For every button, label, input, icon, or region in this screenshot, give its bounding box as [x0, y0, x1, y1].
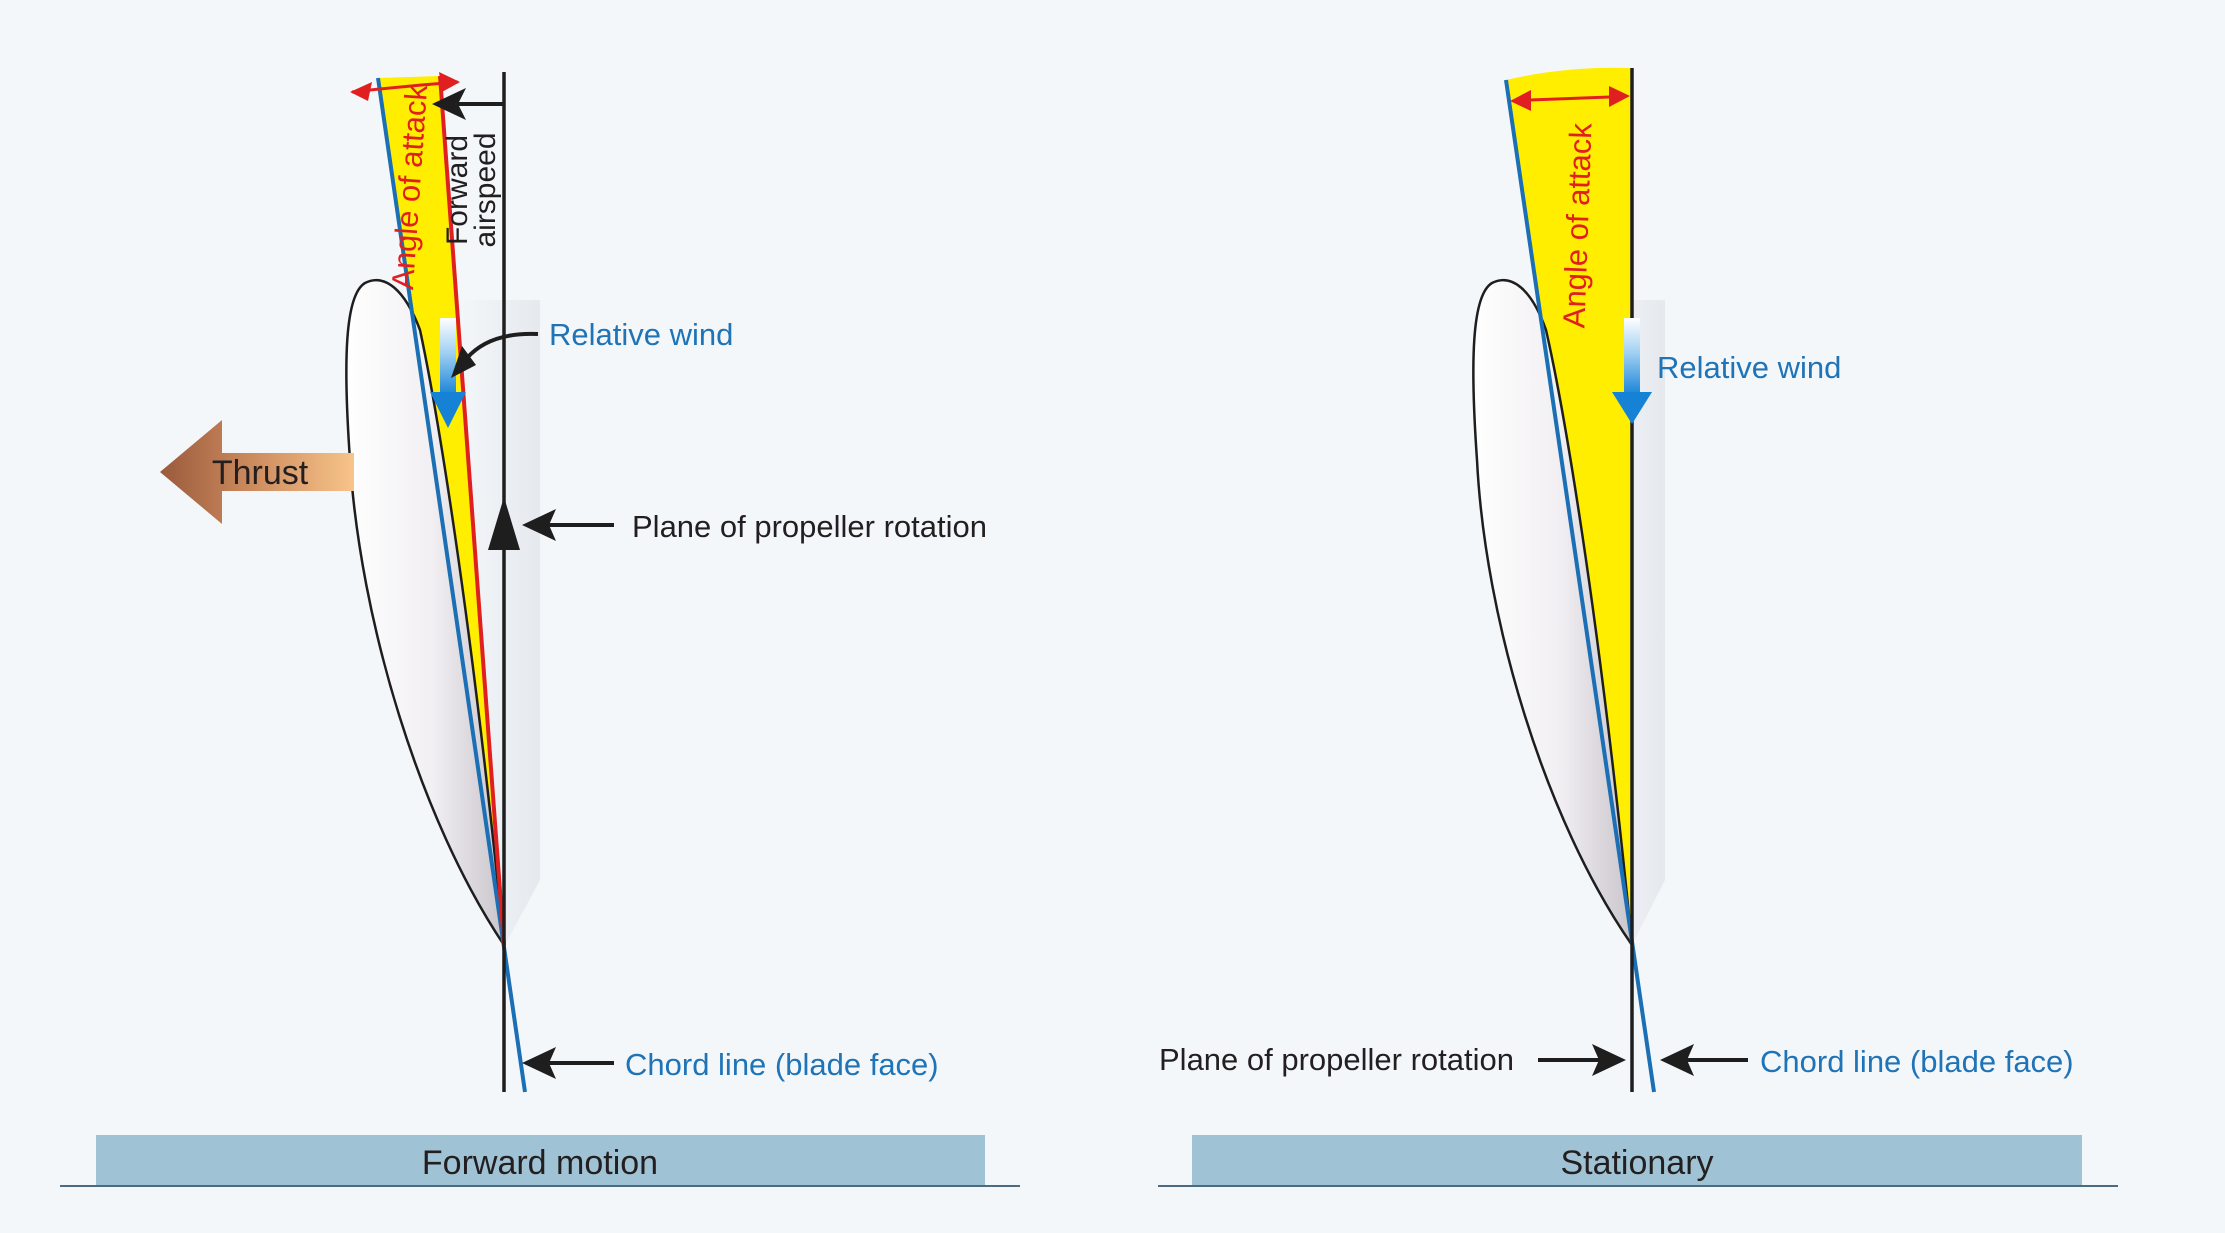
forward-airspeed-arrowhead-icon — [432, 88, 466, 120]
propeller-blade — [345, 278, 506, 946]
forward-airspeed-label-line1: Forward — [441, 135, 474, 245]
plane-of-rotation-pointer-head-icon — [1592, 1044, 1626, 1076]
relative-wind-arrowhead-icon — [1612, 392, 1652, 424]
plane-of-rotation-label: Plane of propeller rotation — [1159, 1042, 1514, 1077]
angle-of-attack-label: Angle of attack — [1556, 122, 1598, 329]
relative-wind-pointer-head-icon — [451, 346, 476, 378]
propeller-blade — [1472, 278, 1634, 950]
chord-line — [1504, 79, 1656, 1093]
relative-wind-pointer — [465, 331, 539, 360]
relative-wind-label: Relative wind — [1657, 350, 1841, 385]
thrust-arrow — [160, 420, 354, 524]
relative-wind-line — [438, 75, 506, 946]
stationary-caption-bar — [1192, 1135, 2082, 1186]
chord-line-label: Chord line (blade face) — [625, 1047, 939, 1082]
aoa-arrowhead-left-icon — [350, 82, 372, 101]
relative-wind-arrowhead-icon — [430, 392, 466, 428]
stationary-panel: Angle of attack Relative wind Plane of p… — [1158, 67, 2118, 1187]
rotation-direction-arrowhead-icon — [488, 497, 520, 550]
relative-wind-label: Relative wind — [549, 317, 733, 352]
thrust-label: Thrust — [212, 454, 309, 492]
aoa-arrowhead-right-icon — [439, 72, 460, 92]
aoa-arrowhead-right-icon — [1609, 86, 1630, 107]
aoa-arrowhead-left-icon — [1510, 90, 1531, 111]
forward-caption: Forward motion — [422, 1144, 658, 1182]
forward-airspeed-label-line2: airspeed — [469, 132, 502, 247]
relative-wind-arrow-shaft — [1624, 318, 1640, 396]
chord-line-label: Chord line (blade face) — [1760, 1044, 2074, 1079]
forward-caption-bar — [96, 1135, 985, 1186]
chord-line-pointer-head-icon — [1660, 1044, 1694, 1076]
angle-of-attack-span-arrow — [1529, 95, 1611, 102]
stationary-caption: Stationary — [1560, 1144, 1713, 1182]
relative-wind-arrow-shaft — [440, 318, 456, 396]
forward-motion-panel: Thrust Angle of attack Forward airspeed … — [60, 72, 1020, 1187]
plane-of-rotation-pointer-head-icon — [522, 509, 556, 541]
blade-shadow — [455, 300, 540, 945]
plane-of-rotation-label: Plane of propeller rotation — [632, 509, 987, 544]
chord-line-pointer-head-icon — [522, 1047, 556, 1079]
